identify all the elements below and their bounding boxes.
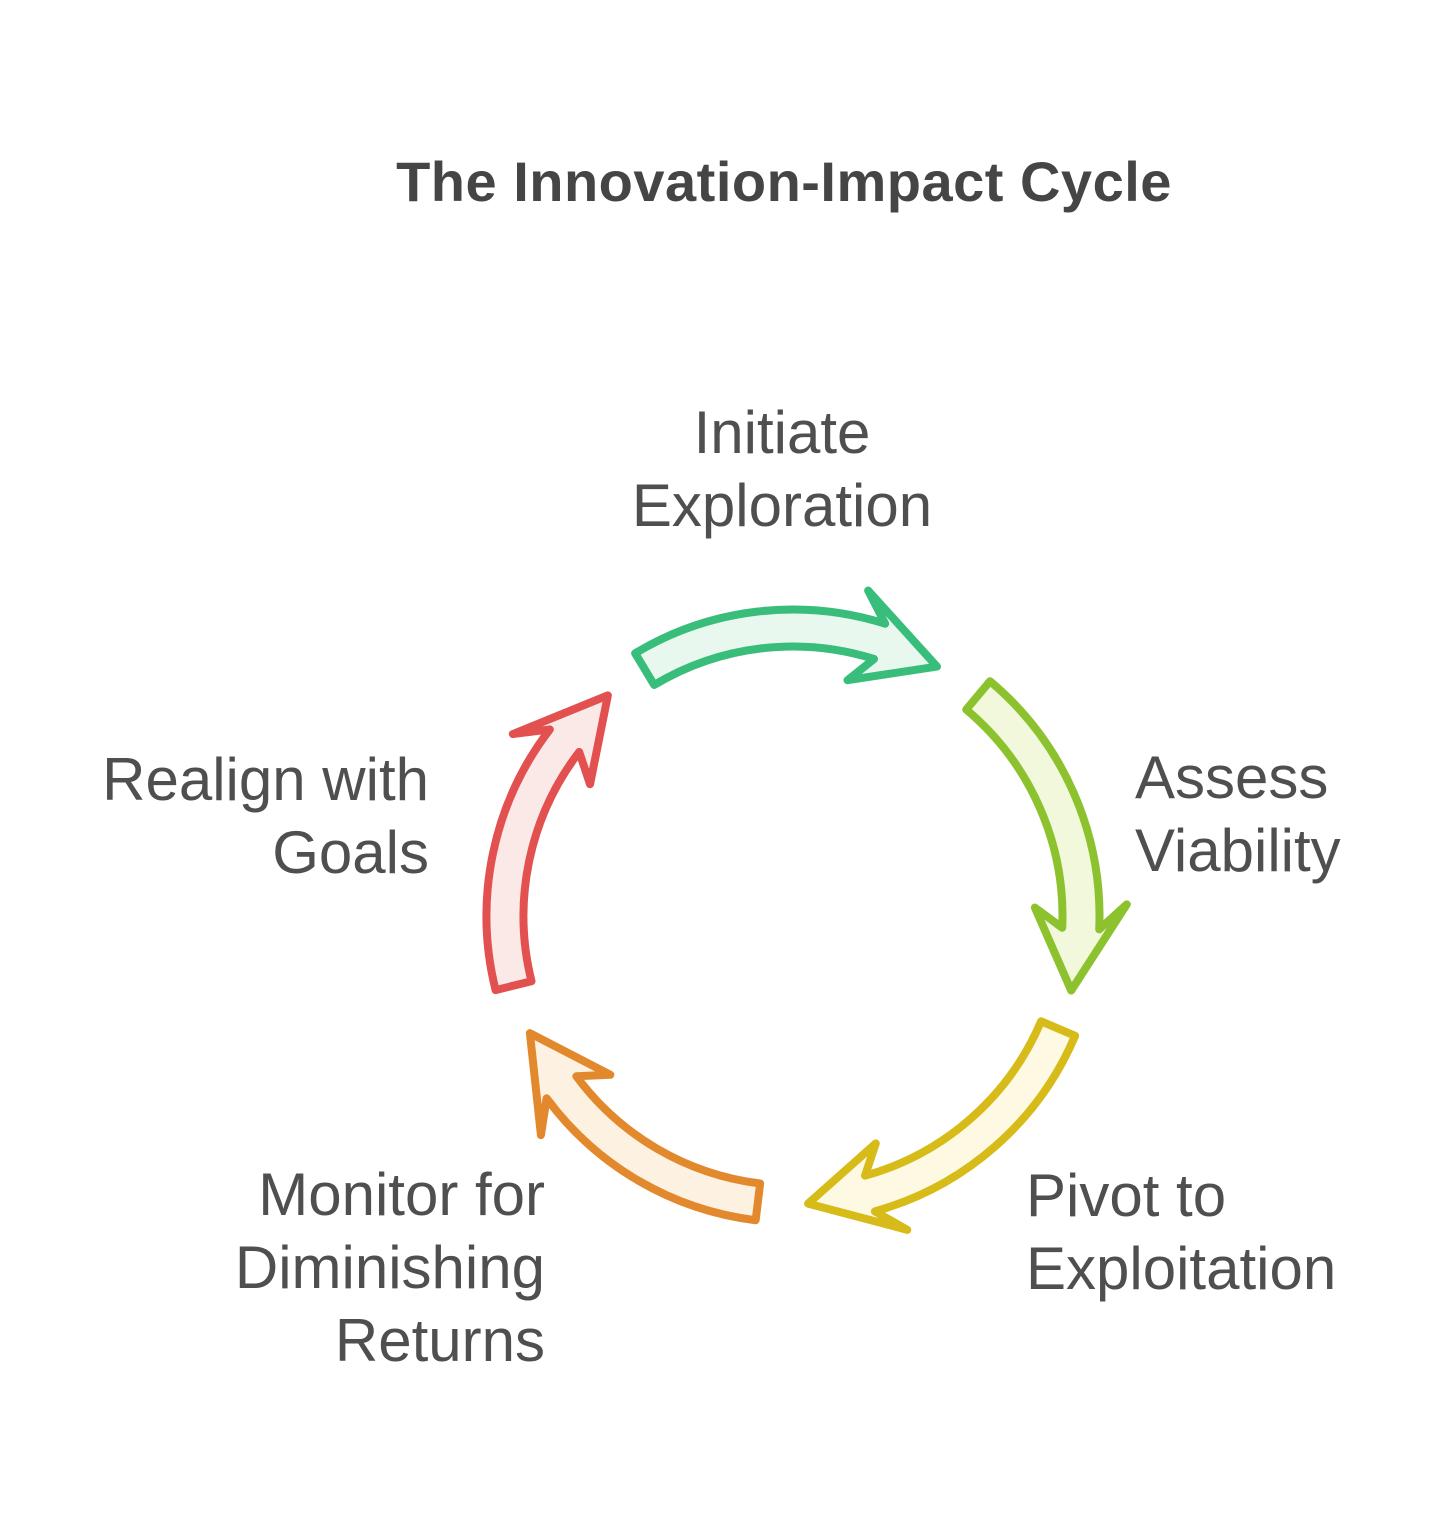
cycle-arrow-assess-viability [962,677,1131,995]
step-label-assess-viability: Assess Viability [1135,744,1341,884]
page-title: The Innovation-Impact Cycle [396,150,1172,213]
cycle-arrow-realign-with-goals [482,691,612,995]
step-label-realign-with-goals: Realign with Goals [102,746,429,886]
step-label-pivot-to-exploitation: Pivot to Exploitation [1026,1162,1337,1302]
cycle-arrow-initiate-exploration [631,586,941,689]
step-label-monitor-for-diminishing-returns: Monitor for Diminishing Returns [234,1161,545,1374]
cycle-arrow-pivot-to-exploitation [804,1017,1080,1234]
step-label-initiate-exploration: Initiate Exploration [631,399,933,539]
cycle-arrow-monitor-for-diminishing-returns [525,1029,765,1225]
